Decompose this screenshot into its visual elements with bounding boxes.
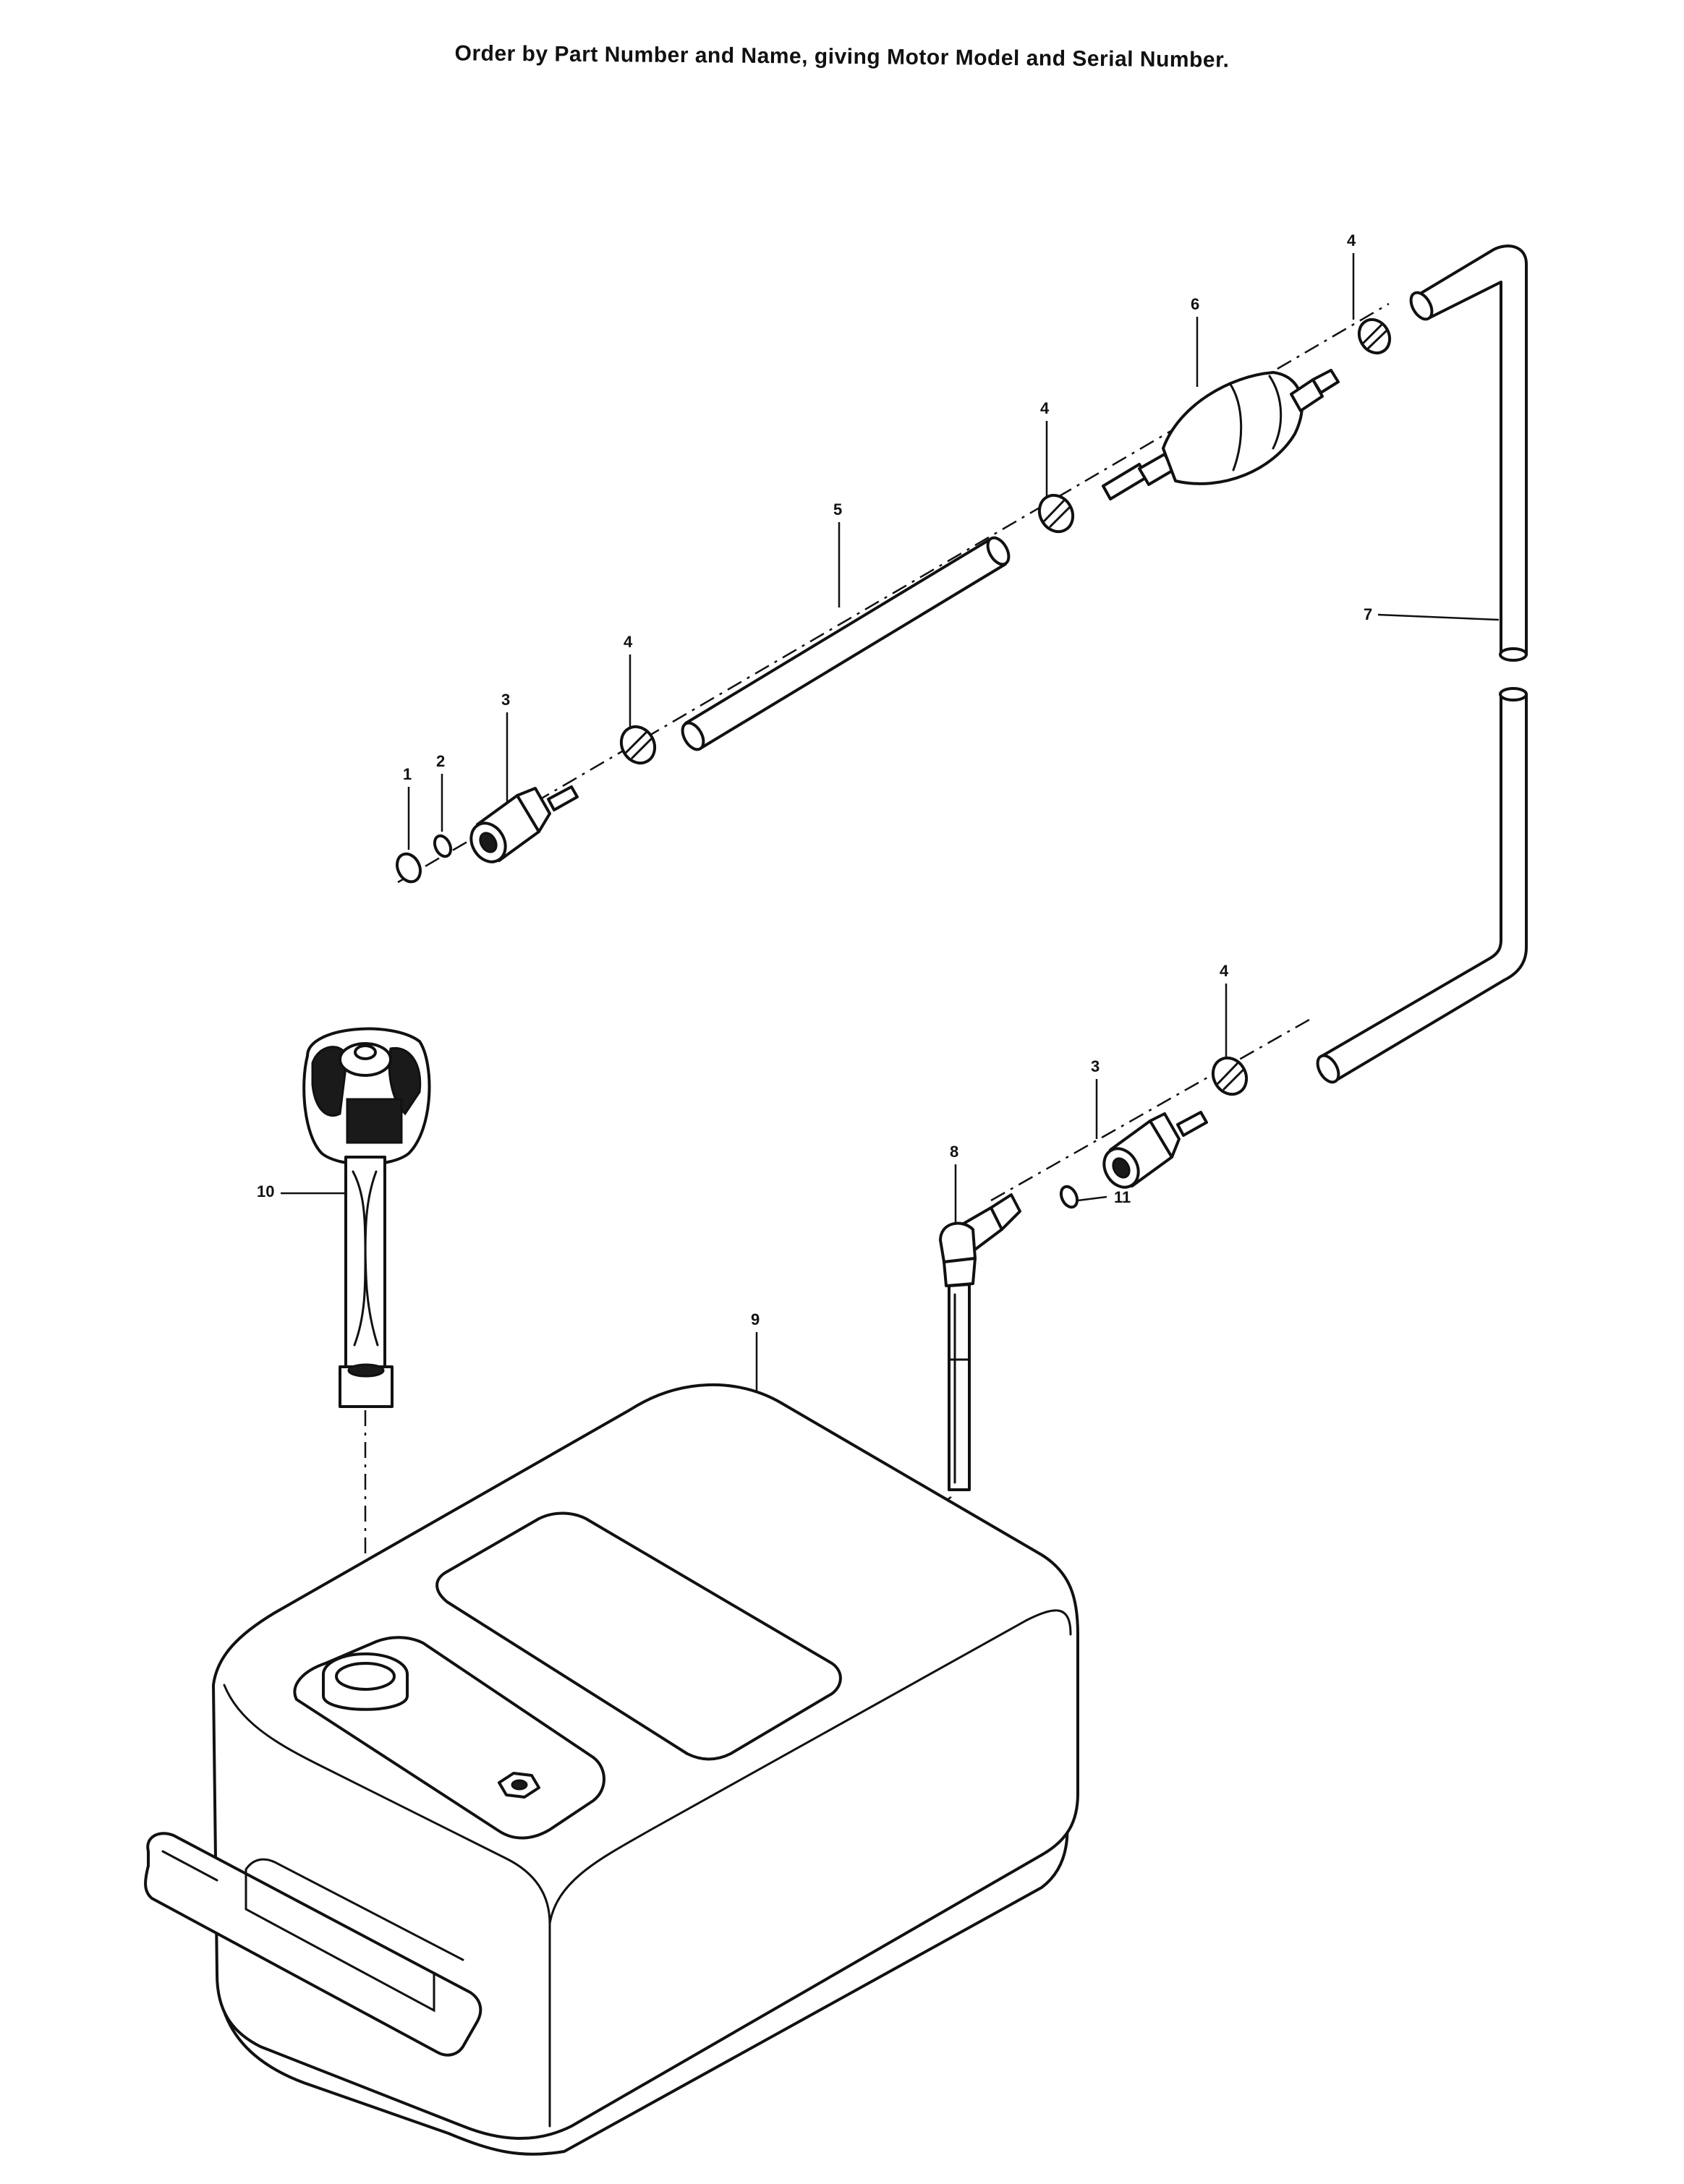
part-9-fuel-tank — [144, 1383, 1079, 2156]
centerline-lower — [990, 1018, 1310, 1202]
callout-5: 5 — [833, 500, 842, 607]
svg-text:4: 4 — [1220, 962, 1229, 980]
part-4-fitting-d — [1211, 1056, 1249, 1096]
callout-4-d: 4 — [1220, 962, 1229, 1059]
part-10-fuel-gauge-filter — [302, 1027, 431, 1408]
part-5-fuel-hose — [681, 536, 1011, 751]
callout-2: 2 — [436, 752, 445, 832]
svg-text:5: 5 — [833, 500, 842, 519]
part-2-washer — [433, 834, 453, 858]
svg-text:2: 2 — [436, 752, 445, 770]
svg-text:4: 4 — [624, 633, 633, 651]
svg-text:1: 1 — [403, 765, 412, 783]
part-7-bent-hose — [1316, 244, 1528, 1084]
part-3-connector-upper — [469, 785, 579, 863]
svg-text:7: 7 — [1364, 605, 1372, 623]
svg-text:3: 3 — [501, 691, 510, 709]
callout-3-upper: 3 — [501, 691, 510, 803]
part-3-connector-lower — [1102, 1111, 1208, 1189]
part-11-o-ring — [1059, 1185, 1079, 1209]
part-1-o-ring — [395, 852, 422, 884]
svg-text:6: 6 — [1191, 295, 1199, 313]
part-4-fitting-b — [1037, 493, 1075, 534]
callout-4-a: 4 — [624, 633, 633, 727]
callout-8: 8 — [950, 1143, 958, 1222]
svg-text:4: 4 — [1347, 231, 1356, 249]
part-8-pickup-elbow — [939, 1193, 1021, 1491]
svg-text:10: 10 — [257, 1182, 274, 1200]
part-4-fitting-c — [1357, 317, 1392, 355]
callout-9: 9 — [751, 1310, 760, 1392]
callout-10: 10 — [257, 1182, 346, 1200]
svg-text:4: 4 — [1040, 399, 1050, 417]
svg-text:9: 9 — [751, 1310, 760, 1328]
callout-11: 11 — [1077, 1188, 1131, 1206]
callout-1: 1 — [403, 765, 412, 850]
svg-text:3: 3 — [1091, 1057, 1100, 1075]
callout-7: 7 — [1364, 605, 1500, 623]
callout-3-lower: 3 — [1091, 1057, 1100, 1139]
callout-6: 6 — [1191, 295, 1199, 387]
part-6-primer-bulb — [1102, 369, 1340, 500]
callout-4-b: 4 — [1040, 399, 1050, 498]
svg-text:11: 11 — [1114, 1188, 1131, 1206]
part-4-fitting-a — [619, 725, 657, 765]
callout-4-c: 4 — [1347, 231, 1356, 320]
svg-text:8: 8 — [950, 1143, 958, 1161]
